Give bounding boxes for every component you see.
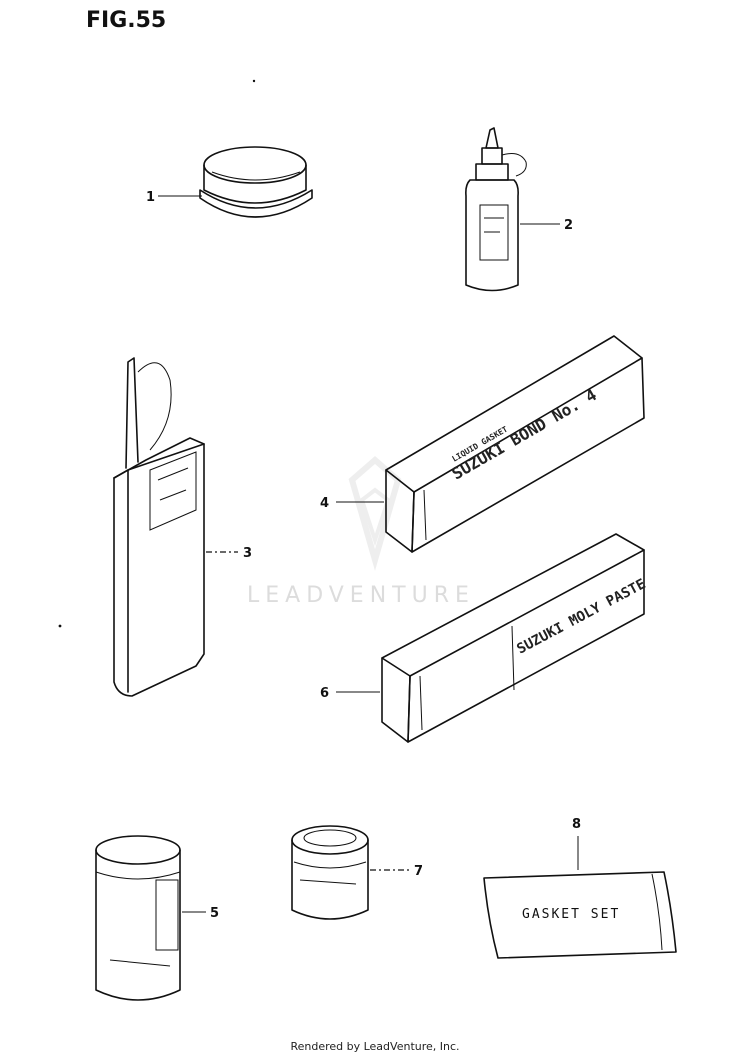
callout-7: 7 bbox=[370, 864, 423, 879]
callout-3-number: 3 bbox=[243, 546, 252, 561]
part-6-moly-paste-box: SUZUKI MOLY PASTE bbox=[381, 533, 648, 743]
part-7-short-can bbox=[291, 825, 369, 920]
callout-7-number: 7 bbox=[414, 864, 423, 879]
watermark-text: LEADVENTURE bbox=[247, 583, 475, 608]
callout-2: 2 bbox=[520, 218, 573, 233]
leadventure-watermark: LEADVENTURE bbox=[247, 456, 475, 608]
part-1-grease-cap bbox=[199, 146, 313, 218]
scan-dot bbox=[252, 79, 256, 83]
bond-box-label: SUZUKI BOND No. 4 bbox=[449, 385, 600, 483]
gasket-set-label: GASKET SET bbox=[522, 907, 620, 922]
figure-title: FIG.55 bbox=[86, 8, 167, 33]
callout-5: 5 bbox=[182, 906, 219, 921]
part-3-oil-can bbox=[113, 357, 205, 697]
part-2-oil-bottle bbox=[465, 127, 527, 292]
callout-2-number: 2 bbox=[564, 218, 573, 233]
moly-box-label: SUZUKI MOLY PASTE bbox=[514, 576, 648, 657]
part-4-bond-box: LIQUID GASKET SUZUKI BOND No. 4 bbox=[385, 335, 645, 553]
callout-1-number: 1 bbox=[146, 190, 155, 205]
callout-6: 6 bbox=[320, 686, 380, 701]
callout-1: 1 bbox=[146, 190, 202, 205]
footer-credit: Rendered by LeadVenture, Inc. bbox=[290, 1040, 460, 1053]
scan-dot bbox=[58, 624, 62, 628]
callout-4-number: 4 bbox=[320, 496, 329, 511]
callout-5-number: 5 bbox=[210, 906, 219, 921]
callout-8: 8 bbox=[572, 817, 581, 870]
part-8-gasket-set: GASKET SET bbox=[483, 871, 677, 959]
callout-6-number: 6 bbox=[320, 686, 329, 701]
callout-4: 4 bbox=[320, 496, 384, 511]
part-5-tall-can bbox=[95, 835, 181, 1001]
callout-3: 3 bbox=[206, 546, 252, 561]
callout-8-number: 8 bbox=[572, 817, 581, 832]
